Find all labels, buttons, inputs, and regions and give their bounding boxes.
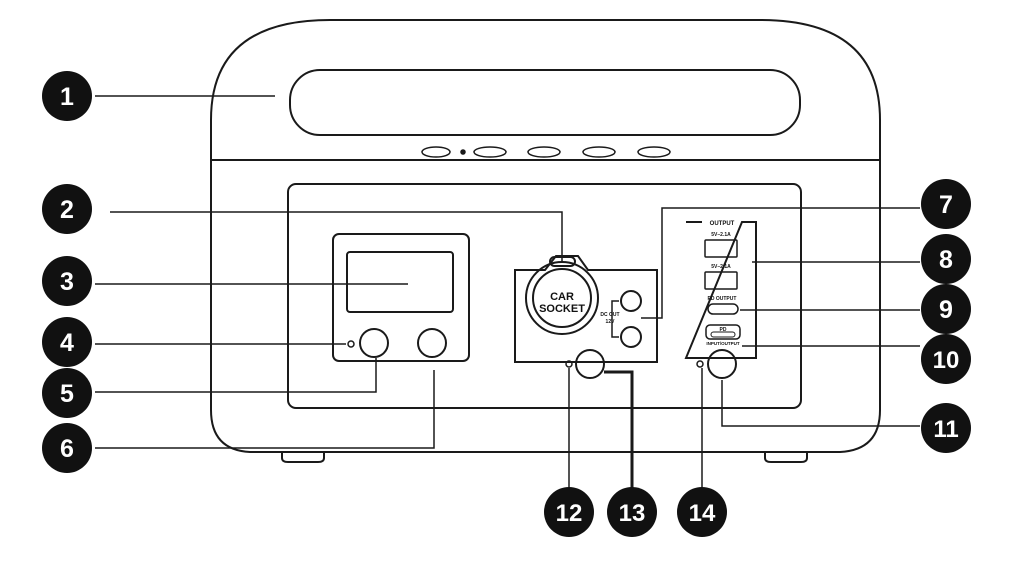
callout-badge (42, 71, 92, 121)
leader-11 (721, 380, 920, 427)
callout-2: 2 (42, 184, 92, 234)
callout-number: 3 (60, 268, 74, 296)
handle-outline (210, 19, 881, 160)
callout-4: 4 (42, 317, 92, 367)
callout-14: 14 (677, 487, 727, 537)
pd-output-port[interactable] (707, 303, 739, 315)
leader-13 (604, 370, 634, 492)
usb-a-port-1[interactable] (704, 239, 738, 258)
callout-badge (42, 423, 92, 473)
lcd-screen (346, 251, 454, 313)
handle-grip (289, 69, 801, 136)
dc-out-label-line2: 12V (606, 319, 616, 325)
callout-badge (921, 334, 971, 384)
callout-7: 7 (921, 179, 971, 229)
callout-1: 1 (42, 71, 92, 121)
callout-number: 11 (933, 416, 958, 443)
leader-2 (110, 211, 563, 262)
leader-5 (95, 358, 377, 393)
front-panel (287, 183, 802, 409)
top-button-4[interactable] (582, 146, 616, 158)
car-socket-label-line1: CAR (550, 291, 574, 303)
top-button-3[interactable] (527, 146, 561, 158)
usb-indicator-light (696, 360, 704, 368)
display-button-left[interactable] (359, 328, 389, 358)
usb-power-button[interactable] (707, 349, 737, 379)
usb-module-outline (684, 221, 757, 359)
pd-io-port-inner (710, 331, 736, 338)
foot-right (764, 452, 808, 463)
usb-a-1-label: 5V–2.1A (711, 232, 731, 238)
top-button-1[interactable] (421, 146, 451, 158)
dc-port-bottom[interactable] (620, 326, 642, 348)
top-indicator-dot (460, 149, 466, 155)
output-label: OUTPUT (710, 221, 735, 227)
car-socket-label-line2: SOCKET (539, 303, 585, 315)
leader-lines (95, 95, 920, 492)
pd-port-label: PD (720, 327, 727, 333)
top-button-5[interactable] (637, 146, 671, 158)
callout-10: 10 (921, 334, 971, 384)
callout-number: 8 (939, 246, 953, 274)
dc-power-button[interactable] (575, 349, 605, 379)
dc-port-top[interactable] (620, 290, 642, 312)
display-indicator-light (347, 340, 355, 348)
pd-io-label: INPUT/OUTPUT (706, 341, 740, 346)
callout-3: 3 (42, 256, 92, 306)
top-button-2[interactable] (473, 146, 507, 158)
callout-8: 8 (921, 234, 971, 284)
leader-6 (95, 370, 435, 449)
callout-badge (921, 403, 971, 453)
callout-badge (544, 487, 594, 537)
callout-number: 10 (933, 347, 960, 374)
callout-number: 4 (60, 329, 74, 357)
foot-left (281, 452, 325, 463)
callout-badge (42, 317, 92, 367)
leader-7 (641, 207, 920, 319)
callout-badge (921, 284, 971, 334)
callout-number: 12 (556, 500, 583, 527)
callout-number: 14 (689, 500, 716, 527)
pd-output-label: PD OUTPUT (708, 296, 737, 302)
callout-number: 1 (60, 83, 74, 111)
callout-badge (921, 179, 971, 229)
dc-out-label-line1: DC OUT (600, 312, 619, 318)
usb-a-2-label: 5V–2.1A (711, 264, 731, 270)
body-outline (210, 160, 881, 453)
callout-badge (42, 184, 92, 234)
pd-io-port[interactable] (705, 324, 741, 340)
callout-number: 6 (60, 435, 74, 463)
callout-badge (42, 368, 92, 418)
callout-number: 7 (939, 191, 953, 219)
dc-bracket (611, 300, 619, 338)
usb-a-port-2[interactable] (704, 271, 738, 290)
callout-12: 12 (544, 487, 594, 537)
callout-number: 9 (939, 296, 953, 324)
callout-number: 2 (60, 196, 74, 224)
top-buttons (421, 146, 671, 158)
callout-5: 5 (42, 368, 92, 418)
callout-badge (677, 487, 727, 537)
dc-indicator-light (565, 360, 573, 368)
callout-badge (42, 256, 92, 306)
callout-9: 9 (921, 284, 971, 334)
callout-number: 5 (60, 380, 74, 408)
display-button-right[interactable] (417, 328, 447, 358)
display-module (332, 233, 470, 362)
callout-11: 11 (921, 403, 971, 453)
callout-badge (607, 487, 657, 537)
callout-13: 13 (607, 487, 657, 537)
callout-badge (921, 234, 971, 284)
callout-6: 6 (42, 423, 92, 473)
car-socket-inner (532, 268, 592, 328)
callout-number: 13 (619, 500, 646, 527)
